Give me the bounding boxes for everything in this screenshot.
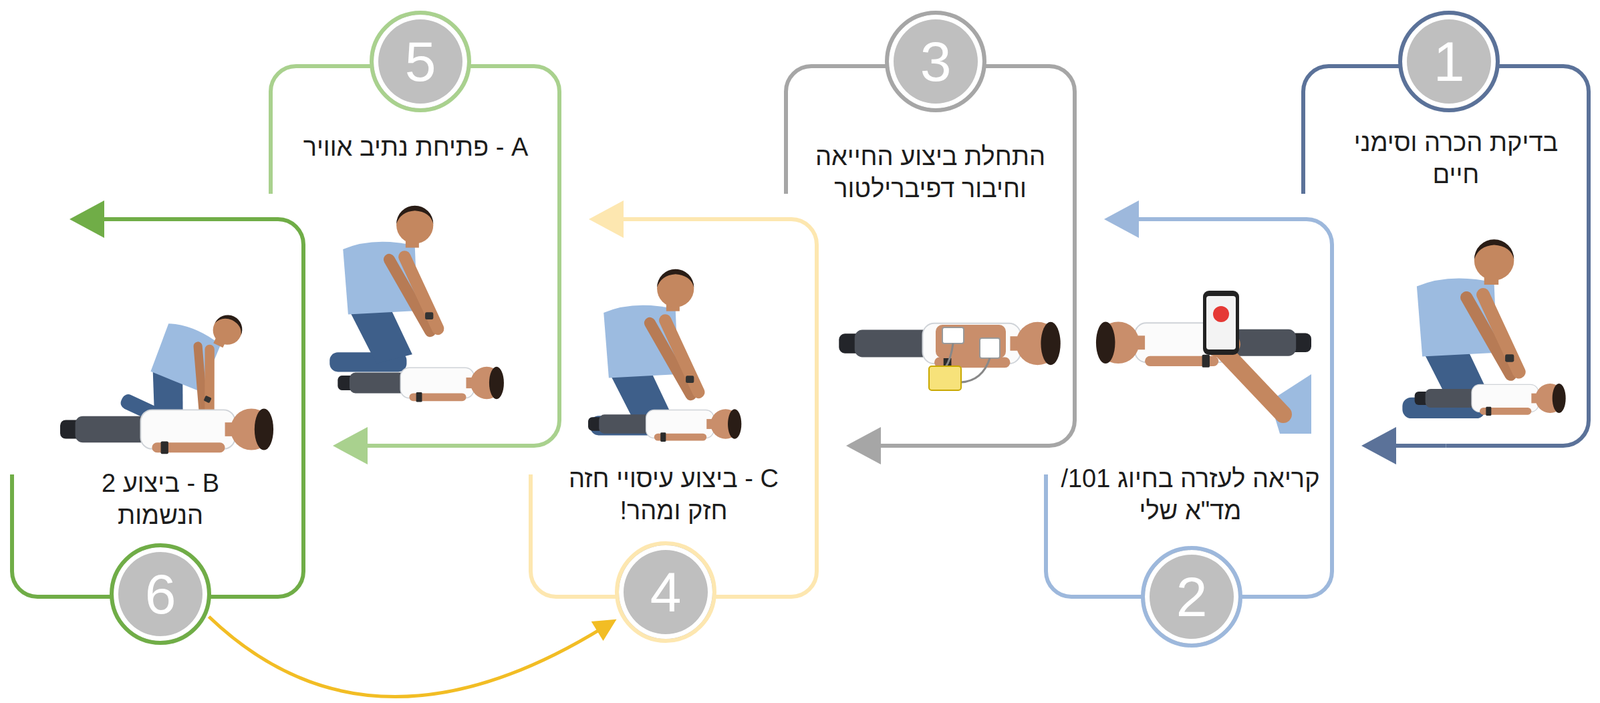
step-frame-outline (785, 66, 1075, 446)
step-frame-outline (12, 219, 304, 597)
flow-arrow (846, 427, 931, 465)
phone-screen (1206, 296, 1236, 350)
step-frame-outline (1303, 66, 1589, 446)
flow-line (615, 217, 674, 222)
step-number-circle: 6 (109, 543, 212, 645)
step-number: 2 (1176, 568, 1208, 625)
step-number-circle: 3 (884, 10, 987, 113)
frame-line (530, 219, 817, 597)
flow-line (1130, 217, 1189, 222)
flow-arrow (1361, 427, 1447, 465)
step-text: קריאה לעזרה בחיוג 101/ מד"א שלי (1060, 463, 1320, 527)
step-frame-outline (270, 66, 560, 446)
aed-pack (928, 366, 962, 391)
frame-line (1303, 66, 1589, 446)
step-frame: קריאה לעזרה בחיוג 101/ מד"א שלי (1045, 219, 1332, 597)
step-frame: התחלת ביצוע החייאה וחיבור דפיברילטור (785, 66, 1075, 446)
child (1414, 383, 1566, 416)
scene-breaths (60, 288, 274, 454)
step-number: 3 (920, 33, 952, 90)
flow-line (359, 443, 416, 448)
step-number-circle: 1 (1398, 10, 1500, 113)
step-frame: B - ביצוע 2 הנשמות (12, 219, 304, 597)
child (838, 322, 1060, 369)
child (588, 409, 742, 442)
arrowhead (588, 200, 624, 238)
step-number: 4 (650, 564, 682, 621)
flow-arrow (332, 427, 416, 465)
child (60, 408, 274, 454)
step-frame-outline (1045, 219, 1332, 597)
step-frame-outline (530, 219, 817, 597)
scene-defibrillator (838, 322, 1060, 391)
arrowhead (1104, 200, 1139, 238)
flow-arrow (209, 616, 617, 698)
step-frame: בדיקת הכרה וסימני חיים (1303, 66, 1589, 446)
child (337, 366, 504, 403)
flow-arrow (588, 200, 674, 238)
aed-pad (942, 327, 964, 344)
scene-airway (329, 205, 504, 403)
step-frame: A - פתיחת נתיב אוויר (270, 66, 560, 446)
flow-line (872, 443, 931, 448)
step-number-circle: 5 (369, 10, 472, 113)
arrowhead (1361, 427, 1397, 465)
exit-arrowhead (69, 200, 105, 238)
scene-compressions (588, 269, 742, 442)
step-text: בדיקת הכרה וסימני חיים (1333, 126, 1579, 191)
step-number: 1 (1433, 33, 1465, 90)
flow-arrow (1104, 200, 1189, 238)
step-number-circle: 4 (614, 541, 717, 643)
step-number: 6 (145, 566, 177, 623)
scene-check-response (1402, 239, 1566, 419)
phone-call-button (1213, 306, 1230, 323)
flow-line (209, 616, 604, 698)
arrowhead (846, 427, 881, 465)
arrowhead (591, 619, 617, 641)
step-text: B - ביצוע 2 הנשמות (66, 467, 254, 532)
phone-body (1203, 290, 1240, 355)
step-number: 5 (405, 33, 437, 90)
rescuer (329, 205, 438, 373)
bare-chest (935, 324, 1006, 359)
step-text: A - פתיחת נתיב אוויר (277, 131, 555, 164)
arrowhead (332, 427, 368, 465)
step-text: התחלת ביצוע החייאה וחיבור דפיברילטור (810, 141, 1051, 205)
aed-pad (979, 338, 1000, 359)
frame-line (12, 219, 304, 597)
step-number-circle: 2 (1140, 546, 1243, 648)
scene-phone-call (1096, 290, 1312, 434)
caller-arm (1223, 350, 1284, 415)
aed-wire (961, 358, 990, 383)
flow-line (1388, 443, 1447, 448)
frame-line (1045, 219, 1332, 597)
frame-line (270, 66, 560, 446)
frame-line (785, 66, 1075, 446)
step-frame: C - ביצוע עיסויי חזה חזק ומהר! (530, 219, 817, 597)
step-text: C - ביצוע עיסויי חזה חזק ומהר! (563, 463, 784, 527)
